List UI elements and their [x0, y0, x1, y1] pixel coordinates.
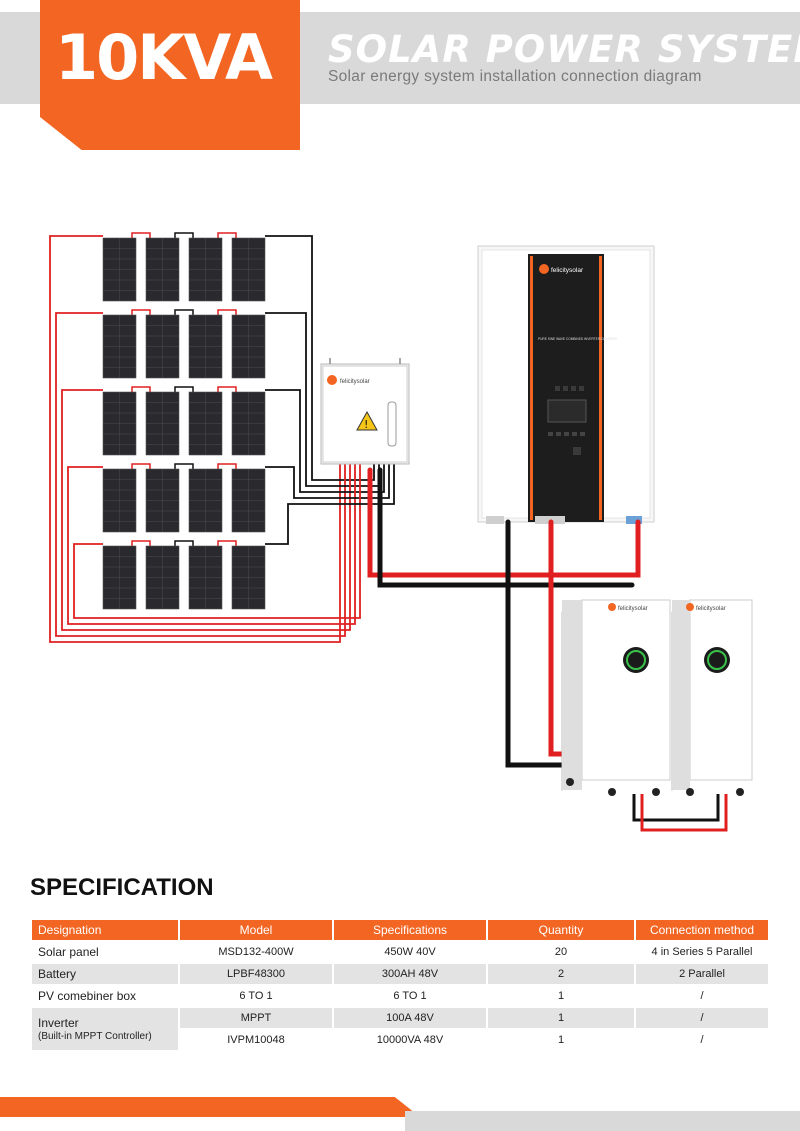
- cell-method: /: [636, 986, 768, 1006]
- col-connection-method: Connection method: [636, 920, 768, 940]
- cell-spec: 6 TO 1: [334, 986, 486, 1006]
- battery-1-brand: felicitysolar: [618, 606, 648, 612]
- cell-qty: 1: [488, 986, 634, 1006]
- table-row: IVPM10048 10000VA 48V 1 /: [32, 1030, 768, 1050]
- combiner-brand: felicitysolar: [340, 379, 370, 385]
- cell-designation-inverter: Inverter (Built-in MPPT Controller): [32, 1008, 178, 1050]
- warning-icon: [356, 410, 378, 431]
- cell-model: LPBF48300: [180, 964, 332, 984]
- battery-2-status-indicator: [707, 650, 727, 670]
- connection-diagram: felicitysolar ! felicitysolar PURE SINE …: [49, 232, 753, 832]
- battery-1: felicitysolar: [561, 599, 671, 796]
- cell-designation: PV comebiner box: [32, 986, 178, 1006]
- inverter-display: [547, 399, 587, 423]
- spec-title: SPECIFICATION: [30, 874, 214, 901]
- col-specifications: Specifications: [334, 920, 486, 940]
- cell-designation: Battery: [32, 964, 178, 984]
- inverter-designation: Inverter: [38, 1016, 79, 1030]
- inverter-panel-text: PURE SINE WAVE COMBINED INVERTER/CHARGER: [538, 337, 618, 341]
- cell-spec: 100A 48V: [334, 1008, 486, 1028]
- col-quantity: Quantity: [488, 920, 634, 940]
- battery-1-status-indicator: [626, 650, 646, 670]
- cell-model: MSD132-400W: [180, 942, 332, 962]
- cell-qty: 1: [488, 1008, 634, 1028]
- battery-1-logo-icon: [608, 603, 616, 611]
- inverter-brand: felicitysolar: [551, 267, 584, 274]
- cell-method: 2 Parallel: [636, 964, 768, 984]
- capacity-badge-text: 10KVA: [54, 21, 273, 94]
- inverter-power-button: [573, 447, 581, 455]
- solar-panel-array: [102, 237, 266, 610]
- battery-2-logo-icon: [686, 603, 694, 611]
- page-subtitle: Solar energy system installation connect…: [328, 68, 702, 85]
- cell-method: 4 in Series 5 Parallel: [636, 942, 768, 962]
- cell-spec: 300AH 48V: [334, 964, 486, 984]
- cell-model: MPPT: [180, 1008, 332, 1028]
- cell-spec: 10000VA 48V: [334, 1030, 486, 1050]
- capacity-badge: [40, 0, 300, 150]
- cell-qty: 1: [488, 1030, 634, 1050]
- inverter: felicitysolar PURE SINE WAVE COMBINED IN…: [477, 245, 655, 524]
- svg-text:!: !: [364, 418, 368, 431]
- combiner-logo-icon: [327, 375, 337, 385]
- footer-gray-bar: [405, 1111, 800, 1131]
- table-row: Inverter (Built-in MPPT Controller) MPPT…: [32, 1008, 768, 1050]
- cell-model: 6 TO 1: [180, 986, 332, 1006]
- page-title: SOLAR POWER SYSTEM: [328, 28, 800, 71]
- battery-2-brand: felicitysolar: [696, 606, 726, 612]
- col-model: Model: [180, 920, 332, 940]
- pv-wiring: [49, 232, 395, 643]
- cell-spec: 450W 40V: [334, 942, 486, 962]
- combiner-box: felicitysolar !: [320, 358, 410, 465]
- combiner-handle: [387, 401, 397, 447]
- spec-table: Designation Model Specifications Quantit…: [30, 918, 770, 1052]
- table-row: Solar panel MSD132-400W 450W 40V 20 4 in…: [32, 942, 768, 962]
- cell-method: /: [636, 1008, 768, 1028]
- cell-qty: 20: [488, 942, 634, 962]
- col-designation: Designation: [32, 920, 178, 940]
- cell-designation: Solar panel: [32, 942, 178, 962]
- cell-model: IVPM10048: [180, 1030, 332, 1050]
- cell-qty: 2: [488, 964, 634, 984]
- inverter-designation-note: (Built-in MPPT Controller): [38, 1031, 152, 1042]
- footer-accent-bar: [0, 1097, 420, 1117]
- inverter-logo-icon: [539, 264, 549, 274]
- battery-parallel-cables: [632, 794, 728, 832]
- table-row: Battery LPBF48300 300AH 48V 2 2 Parallel: [32, 964, 768, 984]
- cell-method: /: [636, 1030, 768, 1050]
- table-row: PV comebiner box 6 TO 1 6 TO 1 1 /: [32, 986, 768, 1006]
- battery-2: felicitysolar: [671, 599, 753, 796]
